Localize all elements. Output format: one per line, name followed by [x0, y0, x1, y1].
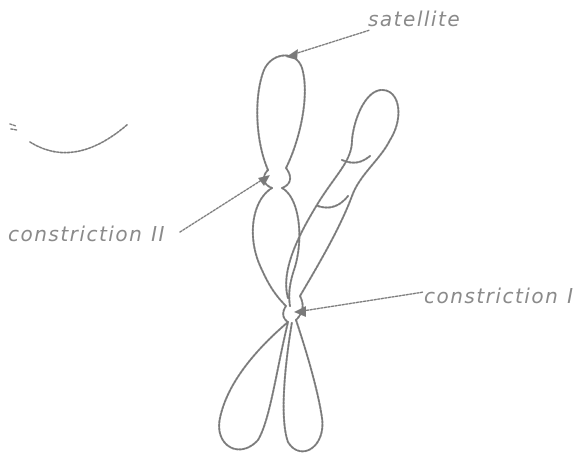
satellite-leader-line — [288, 30, 370, 56]
left-chromatid-upper-arm — [253, 188, 300, 306]
satellite-label: satellite — [368, 7, 461, 31]
constriction-2-leader-line — [180, 176, 268, 232]
satellite-arrowhead — [286, 49, 298, 60]
decorative-arc — [30, 124, 128, 153]
constriction-1-leader-line — [296, 292, 424, 312]
constriction-2-label: constriction II — [8, 222, 166, 246]
left-chromatid-lower-arm — [219, 322, 288, 449]
satellite — [257, 55, 305, 170]
right-chromatid-upper-arm — [286, 90, 398, 298]
constriction-1-label: constriction I — [424, 284, 575, 308]
primary-constriction — [283, 296, 302, 322]
right-chromatid-lower-arm — [284, 320, 323, 451]
decorative-mark — [10, 124, 17, 130]
